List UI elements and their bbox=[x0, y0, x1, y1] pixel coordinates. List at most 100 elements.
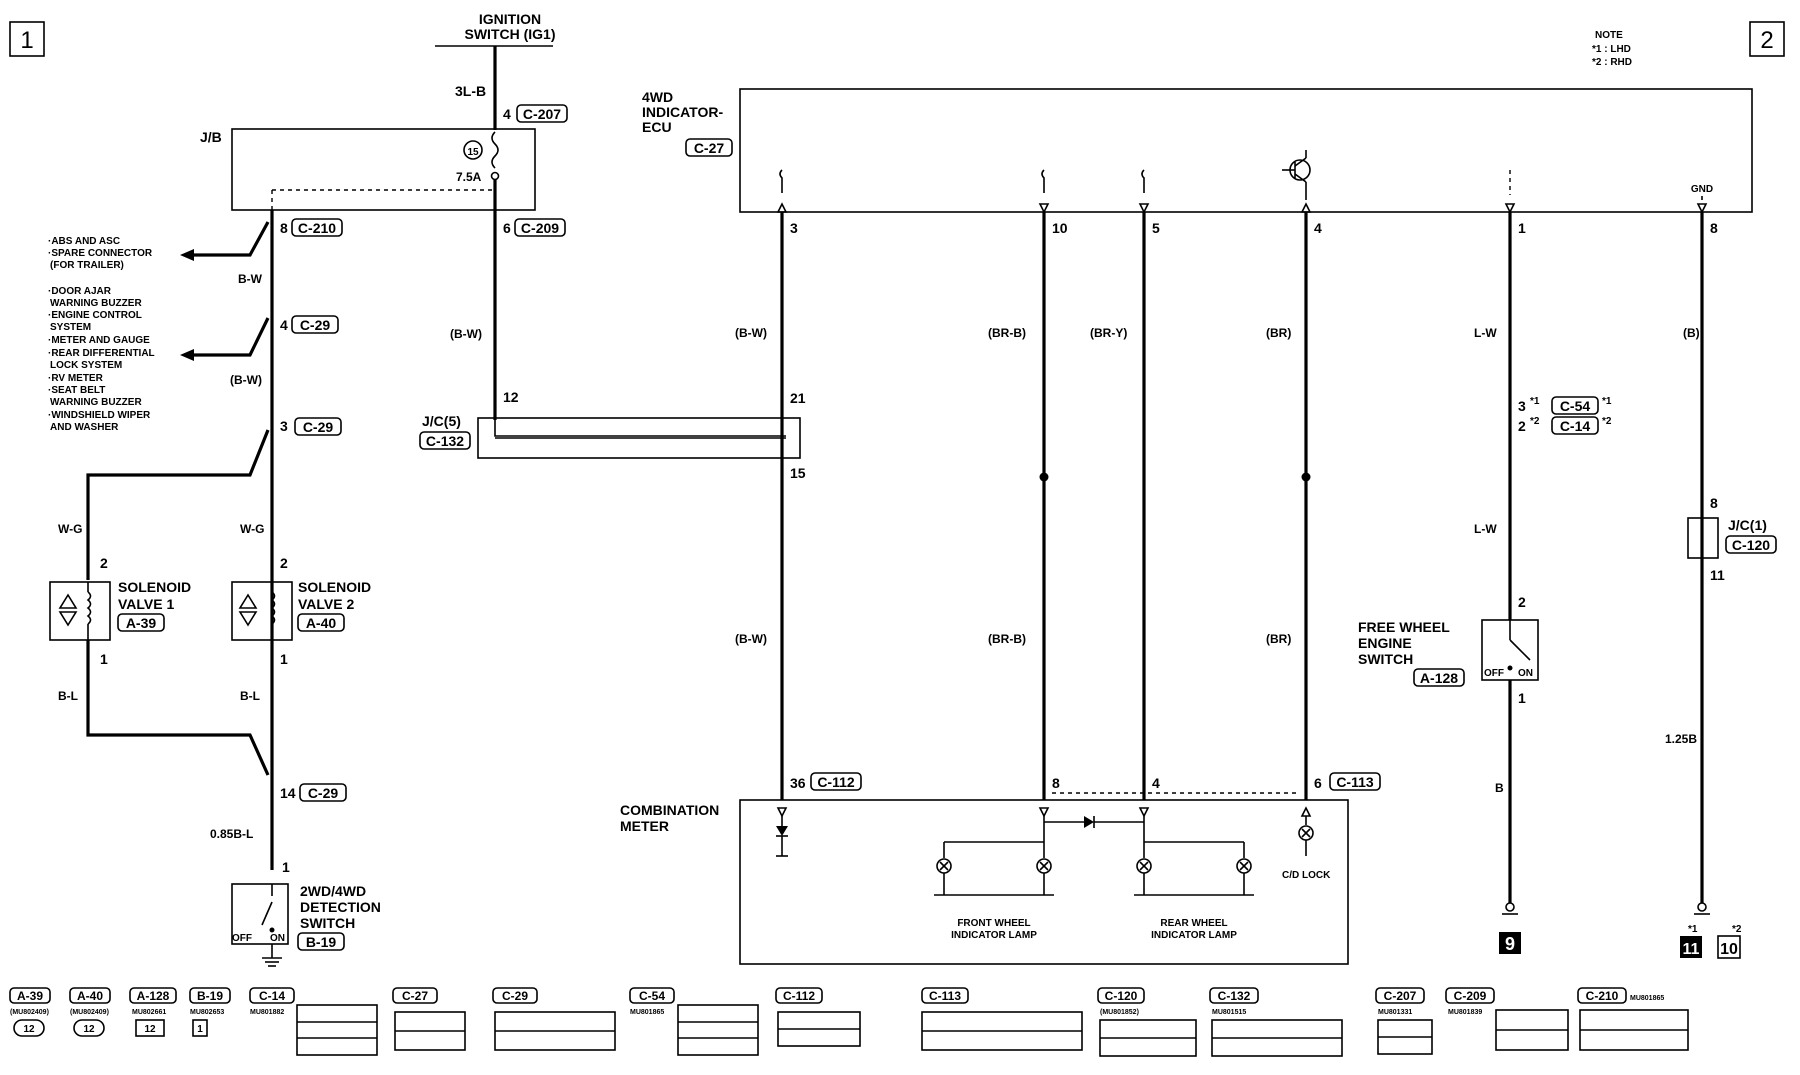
face-a-39: A-39 (MU802409) 12 bbox=[9, 987, 51, 1037]
pin-c29-b: 3 bbox=[280, 418, 288, 434]
face-c-132: C-132 MU801515 bbox=[1209, 987, 1343, 1057]
svg-text:MU801839: MU801839 bbox=[1448, 1009, 1482, 1016]
svg-text:METER: METER bbox=[620, 818, 669, 834]
joint-connector-1: J/C(1) C-120 bbox=[1687, 517, 1777, 559]
svg-text:OFF: OFF bbox=[232, 933, 252, 944]
svg-text:·RV METER: ·RV METER bbox=[48, 373, 104, 384]
w8-lower: 1.25B bbox=[1665, 732, 1697, 746]
svg-text:MU802653: MU802653 bbox=[190, 1009, 224, 1016]
svg-text:SOLENOID: SOLENOID bbox=[298, 579, 371, 595]
ecu-pin-10: 10 bbox=[1052, 220, 1068, 236]
svg-text:11: 11 bbox=[1683, 941, 1700, 958]
svg-text:C-54: C-54 bbox=[639, 989, 665, 1003]
w3-jc-in: 21 bbox=[790, 390, 806, 406]
svg-text:A-39: A-39 bbox=[126, 615, 157, 631]
jb-label: J/B bbox=[200, 129, 222, 145]
w4-upper: (BR) bbox=[1266, 326, 1291, 340]
ecu-pin-4: 4 bbox=[1314, 220, 1322, 236]
svg-text:B-19: B-19 bbox=[197, 989, 223, 1003]
svg-text:·DOOR AJAR: ·DOOR AJAR bbox=[48, 286, 112, 297]
face-c-27: C-27 bbox=[392, 987, 466, 1051]
w8-jc-in: 8 bbox=[1710, 495, 1718, 511]
wire-b-w-1: B-W bbox=[238, 272, 263, 286]
conn-c112: C-112 bbox=[810, 772, 862, 791]
wire-w-g-left bbox=[86, 429, 270, 580]
svg-text:WARNING BUZZER: WARNING BUZZER bbox=[50, 298, 142, 309]
svg-text:2: 2 bbox=[100, 555, 108, 571]
svg-text:*2: *2 bbox=[1732, 924, 1742, 935]
junction-block bbox=[231, 128, 536, 211]
w3-jc-out: 15 bbox=[790, 465, 806, 481]
svg-text:SYSTEM: SYSTEM bbox=[50, 322, 91, 333]
ecu-pin-arrows bbox=[776, 202, 1708, 214]
svg-text:*1 : LHD: *1 : LHD bbox=[1592, 44, 1631, 55]
svg-text:·METER AND GAUGE: ·METER AND GAUGE bbox=[48, 335, 150, 346]
ignition-switch-label: IGNITION SWITCH (IG1) bbox=[435, 11, 556, 47]
svg-text:·SEAT BELT: ·SEAT BELT bbox=[48, 385, 105, 396]
svg-text:3: 3 bbox=[1518, 398, 1526, 414]
meter-pin-4: 4 bbox=[1152, 775, 1160, 791]
face-a-40: A-40 (MU802409) 12 bbox=[69, 987, 111, 1037]
svg-text:1: 1 bbox=[280, 651, 288, 667]
svg-text:COMBINATION: COMBINATION bbox=[620, 802, 719, 818]
svg-text:C-210: C-210 bbox=[298, 220, 336, 236]
joint-connector-5: J/C(5) C-132 bbox=[419, 413, 801, 459]
svg-text:12: 12 bbox=[144, 1024, 156, 1035]
svg-text:J/C(1): J/C(1) bbox=[1728, 517, 1767, 533]
svg-text:(MU802409): (MU802409) bbox=[10, 1009, 49, 1016]
w1-lhd-rhd-connectors: 3 *1 C-54 *1 2 *2 C-14 *2 bbox=[1518, 396, 1612, 435]
svg-text:*2 : RHD: *2 : RHD bbox=[1592, 57, 1632, 68]
ecu-pin-3: 3 bbox=[790, 220, 798, 236]
w5-label: (BR-Y) bbox=[1090, 326, 1127, 340]
w10-upper: (BR-B) bbox=[988, 326, 1026, 340]
svg-text:C-14: C-14 bbox=[259, 989, 285, 1003]
svg-text:A-128: A-128 bbox=[1420, 670, 1458, 686]
svg-text:C-29: C-29 bbox=[308, 785, 339, 801]
svg-text:MU801882: MU801882 bbox=[250, 1009, 284, 1016]
svg-text:C-14: C-14 bbox=[1560, 418, 1591, 434]
w1-mid: L-W bbox=[1474, 522, 1497, 536]
svg-text:*1: *1 bbox=[1530, 396, 1540, 407]
svg-text:2WD/4WD: 2WD/4WD bbox=[300, 883, 366, 899]
svg-text:·ABS AND ASC: ·ABS AND ASC bbox=[48, 236, 120, 247]
connector-faces: A-39 (MU802409) 12 A-40 (MU802409) 12 A-… bbox=[9, 987, 1689, 1057]
svg-text:ON: ON bbox=[270, 933, 285, 944]
wire-085b-l: 0.85B-L bbox=[210, 827, 253, 841]
svg-text:*1: *1 bbox=[1688, 924, 1698, 935]
svg-text:7.5A: 7.5A bbox=[456, 170, 482, 184]
svg-text:FRONT WHEEL: FRONT WHEEL bbox=[957, 918, 1030, 929]
conn-c209: C-209 bbox=[514, 218, 566, 237]
svg-text:C-210: C-210 bbox=[1586, 989, 1619, 1003]
svg-text:(FOR TRAILER): (FOR TRAILER) bbox=[50, 260, 124, 271]
pin-c29-a: 4 bbox=[280, 317, 288, 333]
svg-text:C-54: C-54 bbox=[1560, 398, 1591, 414]
ground-9: 9 bbox=[1499, 902, 1521, 954]
face-a-128: A-128 MU802661 12 bbox=[129, 987, 177, 1037]
svg-text:REAR WHEEL: REAR WHEEL bbox=[1160, 918, 1227, 929]
wire-w-g-1: W-G bbox=[58, 522, 82, 536]
w8-label: (B) bbox=[1683, 326, 1700, 340]
w3-lower: (B-W) bbox=[735, 632, 767, 646]
note-block: NOTE *1 : LHD *2 : RHD bbox=[1592, 30, 1632, 68]
svg-text:·WINDSHIELD WIPER: ·WINDSHIELD WIPER bbox=[48, 410, 151, 421]
freewheel-switch: 2 OFF ON FREE WHEEL ENGINE SWITCH A-128 … bbox=[1358, 594, 1539, 706]
w4-lower: (BR) bbox=[1266, 632, 1291, 646]
face-c-207: C-207 MU801331 bbox=[1375, 987, 1433, 1055]
svg-text:(MU801852): (MU801852) bbox=[1100, 1009, 1139, 1016]
svg-text:1: 1 bbox=[1518, 690, 1526, 706]
ecu-pin-8: 8 bbox=[1710, 220, 1718, 236]
splice-10 bbox=[1039, 472, 1049, 482]
wire-b-l-1: B-L bbox=[58, 689, 78, 703]
ecu-pin-5: 5 bbox=[1152, 220, 1160, 236]
svg-text:WARNING BUZZER: WARNING BUZZER bbox=[50, 397, 142, 408]
solenoid-valve-1: 2 SOLENOID VALVE 1 A-39 1 bbox=[49, 555, 191, 667]
wire-b-w-2: (B-W) bbox=[230, 373, 262, 387]
svg-text:VALVE 1: VALVE 1 bbox=[118, 596, 174, 612]
svg-text:C-113: C-113 bbox=[1336, 774, 1374, 790]
wire-b-l-left bbox=[86, 640, 270, 776]
cd-lock-label: C/D LOCK bbox=[1282, 870, 1331, 881]
svg-text:OFF: OFF bbox=[1484, 668, 1504, 679]
page-marker-left: 1 bbox=[9, 21, 45, 57]
conn-c210: C-210 bbox=[291, 218, 343, 237]
